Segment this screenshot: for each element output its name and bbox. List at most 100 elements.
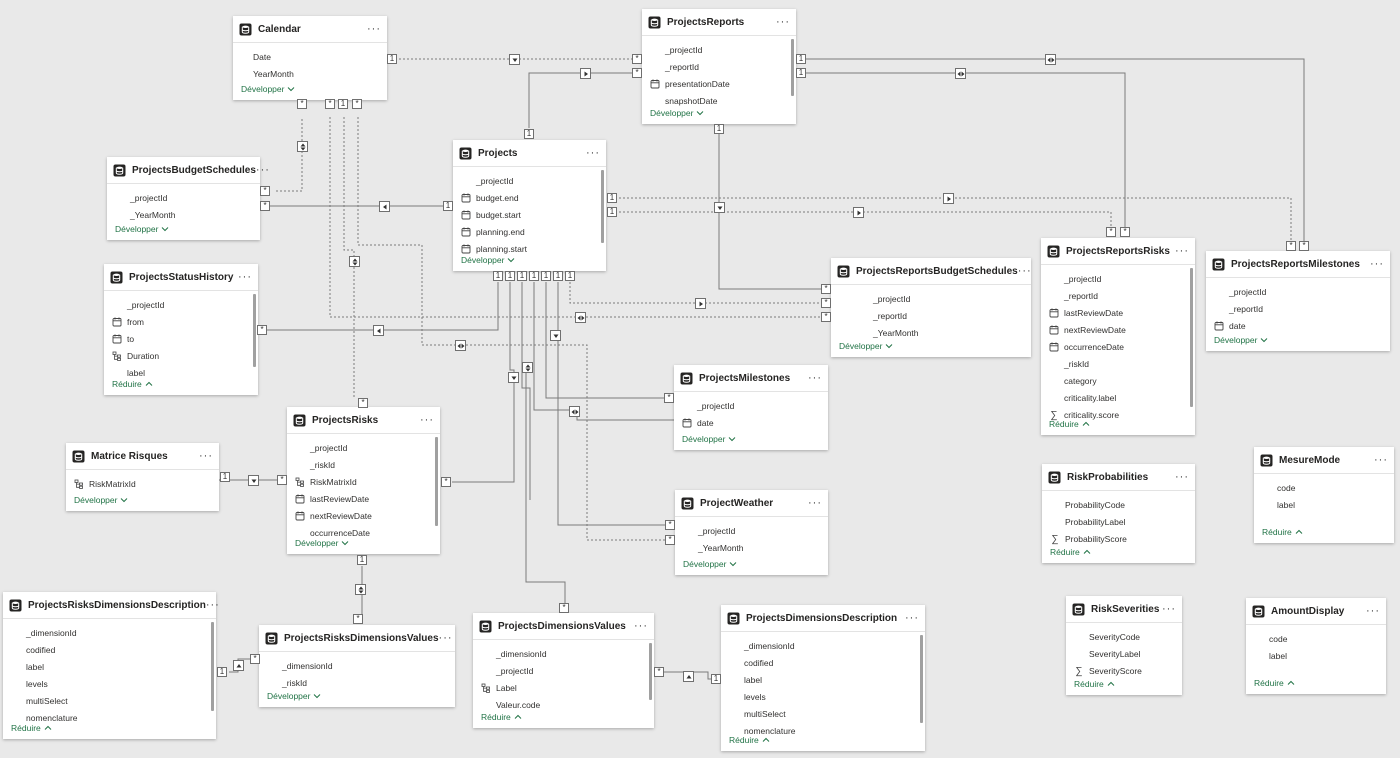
field-row[interactable]: _dimensionId [721, 637, 925, 654]
field-row[interactable]: _YearMonth [107, 206, 260, 223]
field-row[interactable]: planning.start [453, 240, 606, 257]
bidirectional-filter-icon[interactable] [575, 312, 586, 323]
relationship-line[interactable] [545, 282, 674, 399]
more-options-icon[interactable]: ··· [199, 449, 213, 462]
field-row[interactable]: SeverityCode [1066, 628, 1182, 645]
field-row[interactable]: _projectId [473, 662, 654, 679]
table-card-dimdesc[interactable]: ProjectsDimensionsDescription···_dimensi… [721, 605, 925, 751]
table-card-reportsrisks[interactable]: ProjectsReportsRisks···_projectId_report… [1041, 238, 1195, 435]
table-header[interactable]: ProjectsReportsRisks··· [1041, 238, 1195, 265]
field-row[interactable]: _dimensionId [473, 645, 654, 662]
field-row[interactable]: code [1254, 479, 1394, 496]
field-row[interactable]: label [104, 364, 258, 381]
collapse-button[interactable]: Réduire [104, 373, 153, 395]
field-row[interactable]: multiSelect [721, 705, 925, 722]
table-header[interactable]: Projects··· [453, 140, 606, 167]
filter-direction-right-icon[interactable] [695, 298, 706, 309]
field-row[interactable]: levels [721, 688, 925, 705]
field-row[interactable]: criticality.label [1041, 389, 1195, 406]
relationship-line[interactable] [718, 130, 831, 290]
expand-button[interactable]: Développer [831, 335, 893, 357]
scrollbar[interactable] [601, 170, 604, 243]
relationship-line[interactable] [557, 282, 675, 526]
filter-direction-right-icon[interactable] [580, 68, 591, 79]
field-row[interactable]: Date [233, 48, 387, 65]
collapse-button[interactable]: Réduire [473, 706, 522, 728]
table-header[interactable]: MesureMode··· [1254, 447, 1394, 474]
relationship-line[interactable] [329, 117, 831, 318]
collapse-button[interactable]: Réduire [3, 717, 52, 739]
field-row[interactable]: from [104, 313, 258, 330]
field-row[interactable]: Duration [104, 347, 258, 364]
table-header[interactable]: ProjectsDimensionsValues··· [473, 613, 654, 640]
field-row[interactable]: YearMonth [233, 65, 387, 82]
expand-button[interactable]: Développer [674, 428, 736, 450]
more-options-icon[interactable]: ··· [238, 270, 252, 283]
field-row[interactable]: date [1206, 317, 1390, 334]
expand-button[interactable]: Développer [453, 249, 515, 271]
table-header[interactable]: RiskProbabilities··· [1042, 464, 1195, 491]
field-row[interactable]: nextReviewDate [287, 507, 440, 524]
table-card-reportsbudget[interactable]: ProjectsReportsBudgetSchedules···_projec… [831, 258, 1031, 357]
field-row[interactable]: code [1246, 630, 1386, 647]
field-row[interactable]: _reportId [853, 307, 1031, 324]
relationship-line[interactable] [276, 117, 303, 192]
field-row[interactable]: _reportId [642, 58, 796, 75]
expand-button[interactable]: Développer [675, 553, 737, 575]
table-card-riskdimdesc[interactable]: ProjectsRisksDimensionsDescription···_di… [3, 592, 219, 739]
table-header[interactable]: ProjectsRisksDimensionsValues··· [259, 625, 455, 652]
field-row[interactable]: RiskMatrixId [66, 475, 219, 492]
bidirectional-filter-icon[interactable] [955, 68, 966, 79]
scrollbar[interactable] [253, 294, 256, 367]
bidirectional-filter-icon[interactable] [349, 256, 360, 267]
relationship-line[interactable] [528, 72, 642, 128]
more-options-icon[interactable]: ··· [808, 496, 822, 509]
table-header[interactable]: ProjectWeather··· [675, 490, 828, 517]
field-row[interactable]: category [1041, 372, 1195, 389]
table-card-reportsmilestones[interactable]: ProjectsReportsMilestones···_projectId_r… [1206, 251, 1390, 351]
more-options-icon[interactable]: ··· [420, 413, 434, 426]
table-header[interactable]: ProjectsMilestones··· [674, 365, 828, 392]
bidirectional-filter-icon[interactable] [522, 362, 533, 373]
filter-direction-down-icon[interactable] [550, 330, 561, 341]
more-options-icon[interactable]: ··· [1175, 244, 1189, 257]
field-row[interactable]: snapshotDate [642, 92, 796, 109]
table-header[interactable]: ProjectsReportsMilestones··· [1206, 251, 1390, 278]
collapse-button[interactable]: Réduire [1042, 541, 1091, 563]
field-row[interactable]: multiSelect [3, 692, 216, 709]
field-row[interactable]: _dimensionId [259, 657, 455, 674]
field-row[interactable]: label [1254, 496, 1394, 513]
filter-direction-down-icon[interactable] [248, 475, 259, 486]
expand-button[interactable]: Développer [107, 218, 169, 240]
collapse-button[interactable]: Réduire [721, 729, 770, 751]
more-options-icon[interactable]: ··· [1366, 604, 1380, 617]
scrollbar[interactable] [920, 635, 923, 723]
filter-direction-down-icon[interactable] [509, 54, 520, 65]
table-card-budgetschedules[interactable]: ProjectsBudgetSchedules···_projectId_Yea… [107, 157, 269, 240]
field-row[interactable]: label [1246, 647, 1386, 664]
bidirectional-filter-icon[interactable] [455, 340, 466, 351]
field-row[interactable]: _YearMonth [853, 324, 1031, 341]
bidirectional-filter-icon[interactable] [1045, 54, 1056, 65]
scrollbar[interactable] [649, 643, 652, 700]
field-row[interactable]: planning.end [453, 223, 606, 240]
expand-button[interactable]: Développer [287, 532, 349, 554]
field-row[interactable]: ∑ProbabilityScore [1042, 530, 1195, 547]
field-row[interactable]: _projectId [1041, 270, 1195, 287]
more-options-icon[interactable]: ··· [367, 22, 381, 35]
collapse-button[interactable]: Réduire [1246, 672, 1295, 694]
field-row[interactable]: label [721, 671, 925, 688]
table-card-dimvalues[interactable]: ProjectsDimensionsValues··· _dimensionId_… [473, 613, 654, 728]
more-options-icon[interactable]: ··· [1162, 602, 1176, 615]
filter-direction-up-icon[interactable] [683, 671, 694, 682]
more-options-icon[interactable]: ··· [808, 371, 822, 384]
scrollbar[interactable] [211, 622, 214, 711]
field-row[interactable]: RiskMatrixId [287, 473, 440, 490]
field-row[interactable]: SeverityLabel [1066, 645, 1182, 662]
